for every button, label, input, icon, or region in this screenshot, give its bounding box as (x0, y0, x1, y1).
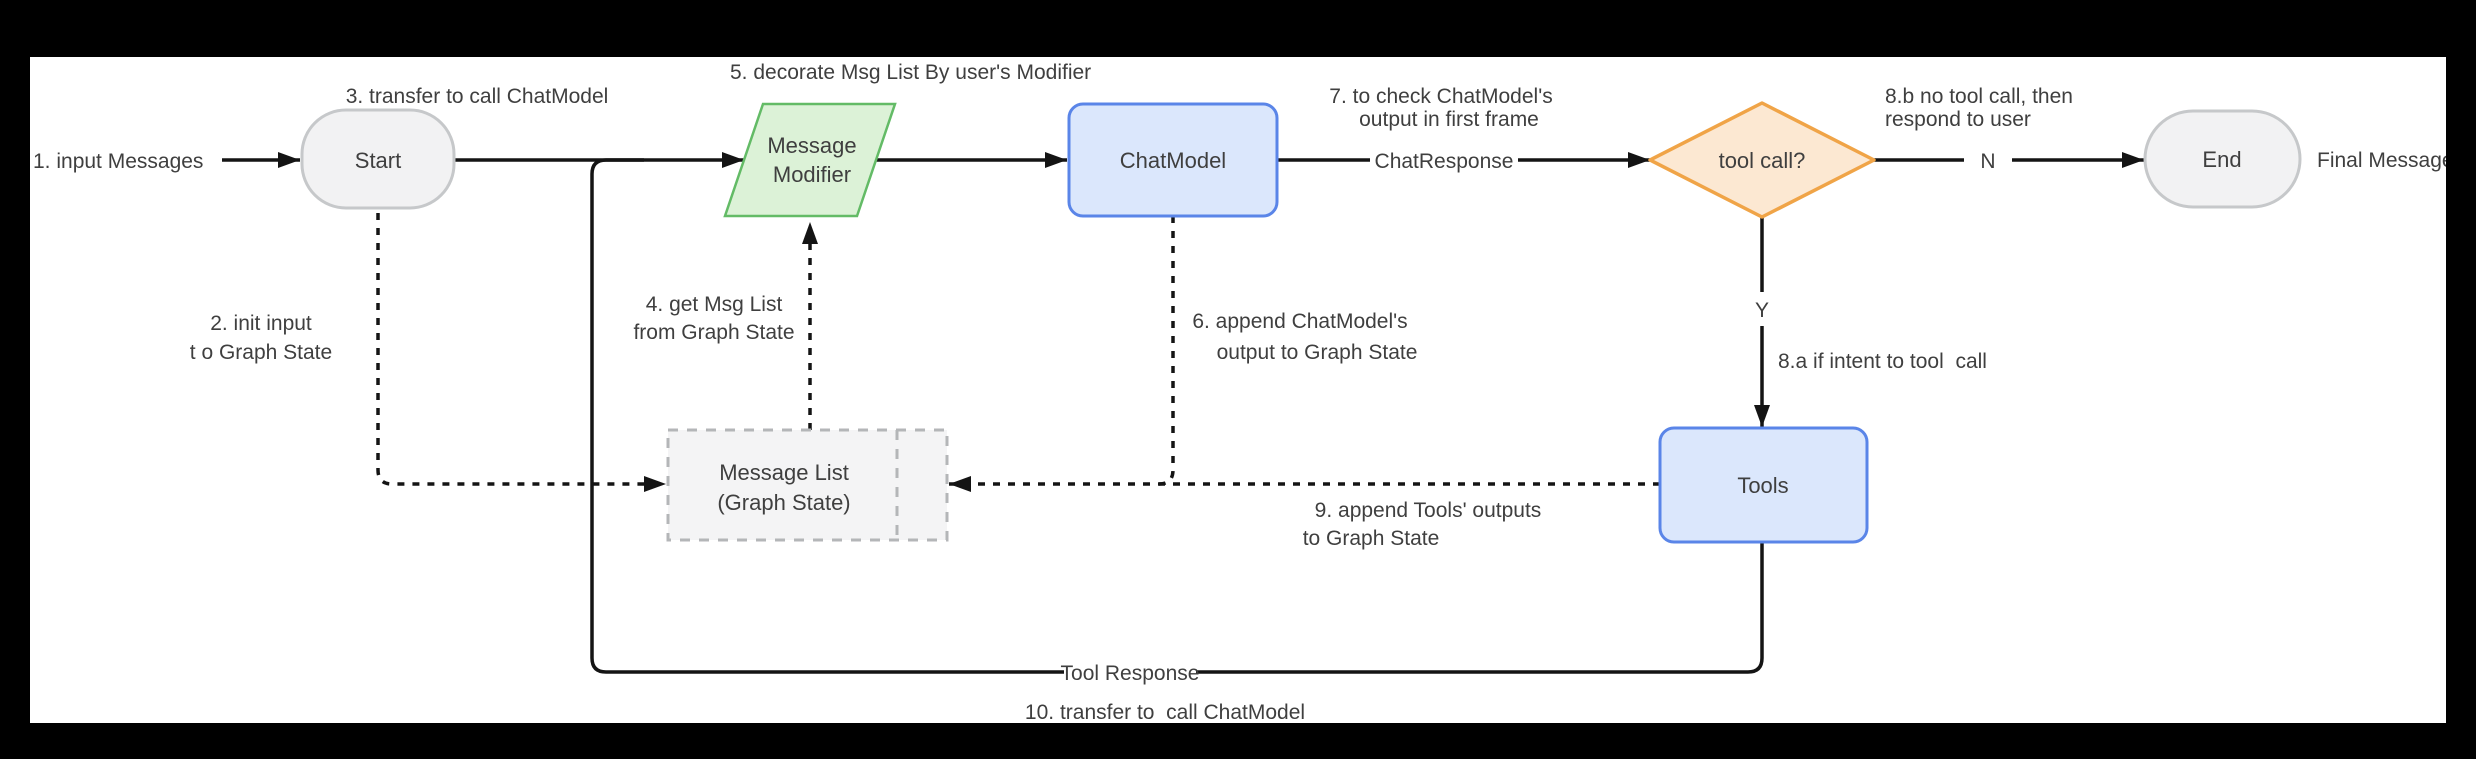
label-append-chatmodel-line2: output to Graph State (1217, 341, 1418, 364)
label-branch-no: N (1980, 150, 1995, 173)
tools-node (1658, 426, 1869, 544)
tool-call-decision-label: tool call? (1719, 148, 1806, 173)
label-if-intent-tool-call: 8.a if intent to tool call (1778, 350, 1987, 373)
label-get-msg-list-line1: 4. get Msg List (646, 293, 783, 316)
label-check-output-line2: output in first frame (1359, 108, 1539, 131)
start-label: Start (355, 148, 401, 173)
label-chat-response: ChatResponse (1375, 150, 1514, 173)
label-transfer-to-chatmodel: 3. transfer to call ChatModel (346, 85, 609, 108)
tool-call-decision-node (1648, 101, 1876, 219)
label-init-input-line2: t o Graph State (190, 341, 332, 364)
start-node (300, 108, 456, 210)
label-append-tools-line2: to Graph State (1303, 527, 1440, 550)
label-decorate-msg-list: 5. decorate Msg List By user's Modifier (730, 61, 1091, 84)
message-modifier-label-line1: Message (767, 133, 856, 158)
tools-label: Tools (1737, 473, 1788, 498)
end-label: End (2202, 147, 2241, 172)
label-branch-yes: Y (1755, 299, 1769, 322)
label-no-tool-call-line2: respond to user (1885, 108, 2031, 131)
label-input-messages: 1. input Messages (33, 150, 203, 173)
label-get-msg-list-line2: from Graph State (633, 321, 794, 344)
message-list-label-line2: (Graph State) (717, 490, 850, 515)
label-tool-response: Tool Response (1061, 662, 1200, 685)
label-append-tools-line1: 9. append Tools' outputs (1315, 499, 1542, 522)
label-no-tool-call-line1: 8.b no tool call, then (1885, 85, 2073, 108)
chatmodel-label: ChatModel (1120, 148, 1226, 173)
chatmodel-node (1067, 102, 1279, 218)
label-transfer-to-call-chatmodel: 10. transfer to call ChatModel (1025, 701, 1305, 724)
message-modifier-node (723, 102, 897, 218)
end-node (2143, 109, 2302, 209)
message-modifier-label-line2: Modifier (773, 162, 851, 187)
message-list-node (666, 428, 949, 542)
label-final-message: Final Message (2317, 149, 2454, 172)
label-init-input-line1: 2. init input (210, 312, 312, 335)
label-append-chatmodel-line1: 6. append ChatModel's (1192, 310, 1407, 333)
label-check-output-line1: 7. to check ChatModel's (1329, 85, 1552, 108)
message-list-label-line1: Message List (719, 460, 849, 485)
edge-start-to-state-dashed (376, 213, 666, 492)
